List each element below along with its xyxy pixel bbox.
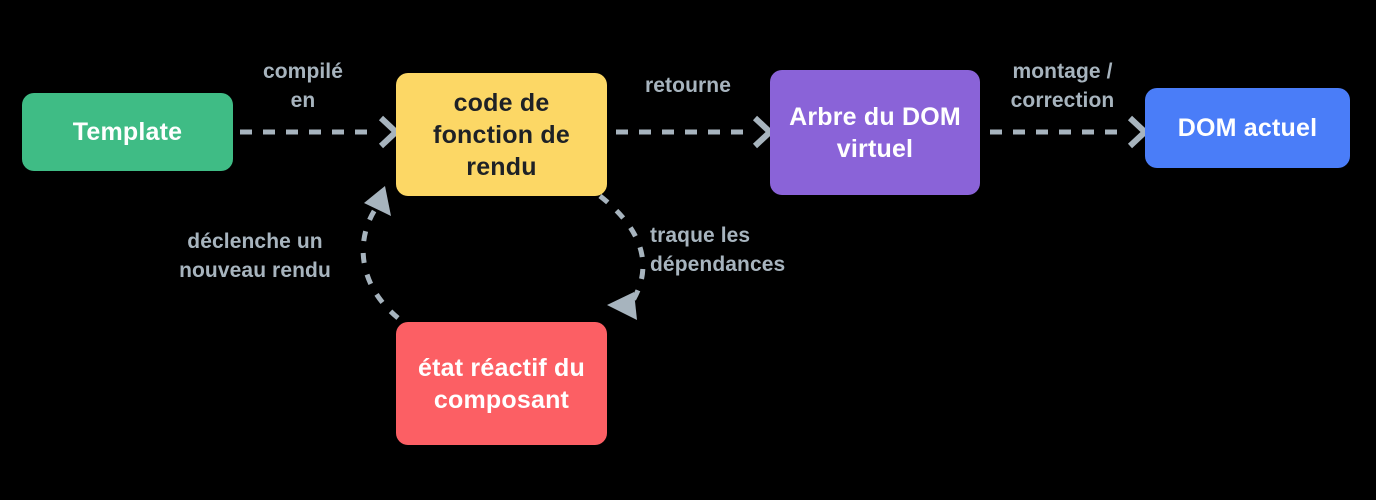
edge-returns bbox=[616, 115, 775, 149]
edge-label-returns: retourne bbox=[645, 74, 731, 97]
node-template-label: Template bbox=[72, 118, 183, 146]
node-render-function[interactable]: code de fonction de rendu bbox=[396, 73, 607, 196]
arrowhead-triangle bbox=[607, 292, 637, 320]
node-reactive-state[interactable]: état réactif du composant bbox=[396, 322, 607, 445]
node-actual-dom[interactable]: DOM actuel bbox=[1145, 88, 1350, 168]
arrowhead-triangle bbox=[364, 186, 391, 216]
node-render-function-label: code de fonction de rendu bbox=[433, 88, 570, 181]
edge-retrigger bbox=[360, 186, 400, 320]
node-virtual-dom-tree[interactable]: Arbre du DOM virtuel bbox=[770, 70, 980, 195]
arrowhead-chevron bbox=[378, 115, 401, 149]
edge-mount bbox=[990, 115, 1150, 149]
edge-compile bbox=[240, 115, 401, 149]
node-virtual-dom-tree-label: Arbre du DOM virtuel bbox=[789, 102, 961, 163]
arrowhead-chevron bbox=[752, 115, 775, 149]
node-actual-dom-label: DOM actuel bbox=[1177, 114, 1318, 142]
node-reactive-state-label: état réactif du composant bbox=[418, 353, 585, 414]
edge-label-compile: compilé en bbox=[262, 60, 344, 112]
edge-label-mount: montage / correction bbox=[1010, 60, 1115, 112]
arrowhead-chevron bbox=[1127, 115, 1150, 149]
node-template[interactable]: Template bbox=[22, 93, 233, 171]
edge-label-tracks: traque les dépendances bbox=[650, 224, 786, 276]
edge-tracks bbox=[598, 194, 646, 320]
edge-label-retrigger: déclenche un nouveau rendu bbox=[179, 230, 331, 282]
